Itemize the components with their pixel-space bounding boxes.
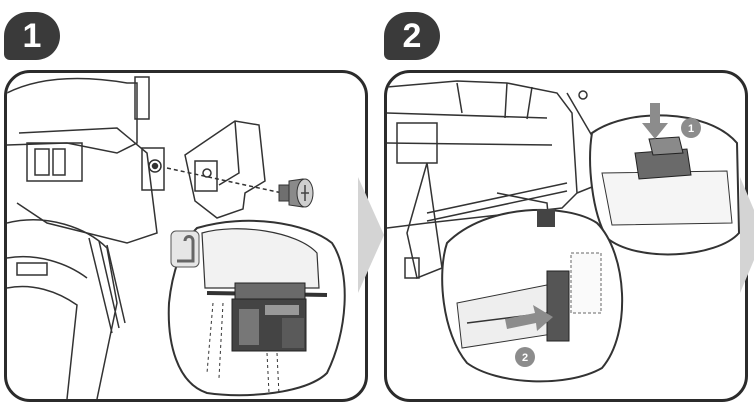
callout-1-marker: 1	[681, 118, 701, 138]
step-2-illustration: 1 2	[387, 80, 741, 383]
callout-detail-bottom	[441, 208, 624, 383]
belt-hook-icon	[170, 230, 200, 268]
screw-icon	[278, 178, 314, 208]
next-step-arrow-icon-2	[740, 177, 754, 293]
step-1-panel	[4, 70, 368, 402]
step-2-badge: 2	[384, 12, 440, 60]
slide-arrow-icon	[505, 305, 553, 331]
step-1-number: 1	[22, 16, 42, 55]
next-step-arrow-icon	[358, 177, 384, 293]
callout-2-label: 2	[522, 352, 528, 364]
belt-hook-detail-circle	[167, 219, 346, 397]
step-2-number: 2	[402, 16, 422, 55]
callout-detail-top	[589, 114, 741, 256]
step-2-panel: 1 2	[384, 70, 748, 402]
callout-2-marker: 2	[515, 347, 535, 367]
step-1-illustration	[7, 76, 346, 399]
step-1-badge: 1	[4, 12, 60, 60]
push-down-arrow-icon	[642, 103, 668, 139]
callout-1-label: 1	[688, 123, 694, 135]
